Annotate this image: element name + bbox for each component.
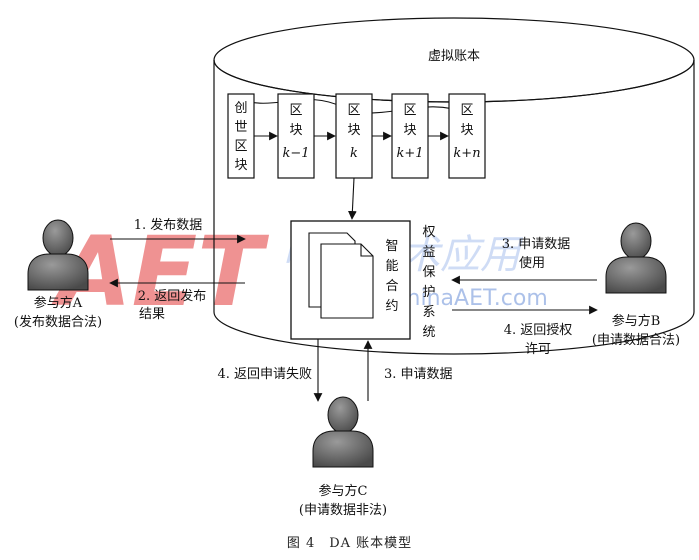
svg-text:k−1: k−1 [282,146,309,161]
person-icon [605,222,667,294]
svg-text:智: 智 [385,239,398,254]
flow-a-publish: 1. 发布数据 [134,217,203,233]
rights-protection-system: 权 益 保 护 系 统 [422,224,435,340]
svg-text:块: 块 [403,123,416,138]
block-k: 区 块 k [335,93,373,179]
arrow-block-k-to-contract [347,177,357,220]
svg-text:合: 合 [385,279,398,294]
flow-c-fail: 4. 返回申请失败 [217,367,312,382]
person-icon [27,219,89,291]
genesis-block: 创 世 区 块 [227,93,255,179]
party-c-name: 参与方C [319,483,368,499]
flow-b-apply-1: 3. 申请数据 [502,237,571,252]
document-icon [320,243,374,319]
svg-text:益: 益 [422,245,435,260]
block-k-plus-1: 区 块 k+1 [391,93,429,179]
svg-text:区: 区 [347,103,360,118]
block-k-minus-1: 区 块 k−1 [277,93,315,179]
party-b-role: (申请数据合法) [592,333,680,348]
svg-text:块: 块 [234,158,247,173]
svg-text:k+1: k+1 [396,146,423,161]
party-b-name: 参与方B [612,313,661,329]
svg-text:世: 世 [234,120,247,135]
block-k-plus-n: 区 块 k+n [448,93,486,179]
svg-text:k+n: k+n [453,146,480,161]
figure-caption: 图 4 DA 账本模型 [286,536,413,551]
svg-text:护: 护 [422,285,435,300]
da-ledger-diagram: AET www.ChinaAET.com 电子技术应用 虚拟账本 创 世 区 块… [14,17,695,518]
person-icon [312,396,374,468]
svg-text:区: 区 [460,103,473,118]
smart-contract-box: 智 能 合 约 [290,220,411,340]
svg-text:保: 保 [422,265,435,280]
svg-text:能: 能 [385,259,398,274]
party-a-role: (发布数据合法) [14,314,102,330]
svg-text:区: 区 [403,103,416,118]
svg-text:区: 区 [234,139,247,154]
flow-a-result-2: 结果 [139,307,165,322]
party-a-name: 参与方A [34,295,83,311]
flow-c-apply: 3. 申请数据 [384,367,453,382]
party-c-role: (申请数据非法) [299,503,387,518]
flow-b-license-2: 许可 [525,342,551,357]
svg-text:权: 权 [422,224,435,240]
svg-text:约: 约 [385,299,398,314]
svg-text:统: 统 [422,325,435,340]
svg-text:区: 区 [289,103,302,118]
flow-b-apply-2: 使用 [519,255,545,271]
svg-text:k: k [350,146,358,161]
flow-a-result-1: 2. 返回发布 [138,288,207,304]
svg-text:块: 块 [460,123,473,138]
flow-b-license-1: 4. 返回授权 [504,322,573,338]
svg-text:系: 系 [422,305,435,320]
svg-text:块: 块 [289,123,302,138]
svg-text:创: 创 [234,101,247,116]
ledger-title: 虚拟账本 [428,49,480,64]
svg-text:块: 块 [347,123,360,138]
